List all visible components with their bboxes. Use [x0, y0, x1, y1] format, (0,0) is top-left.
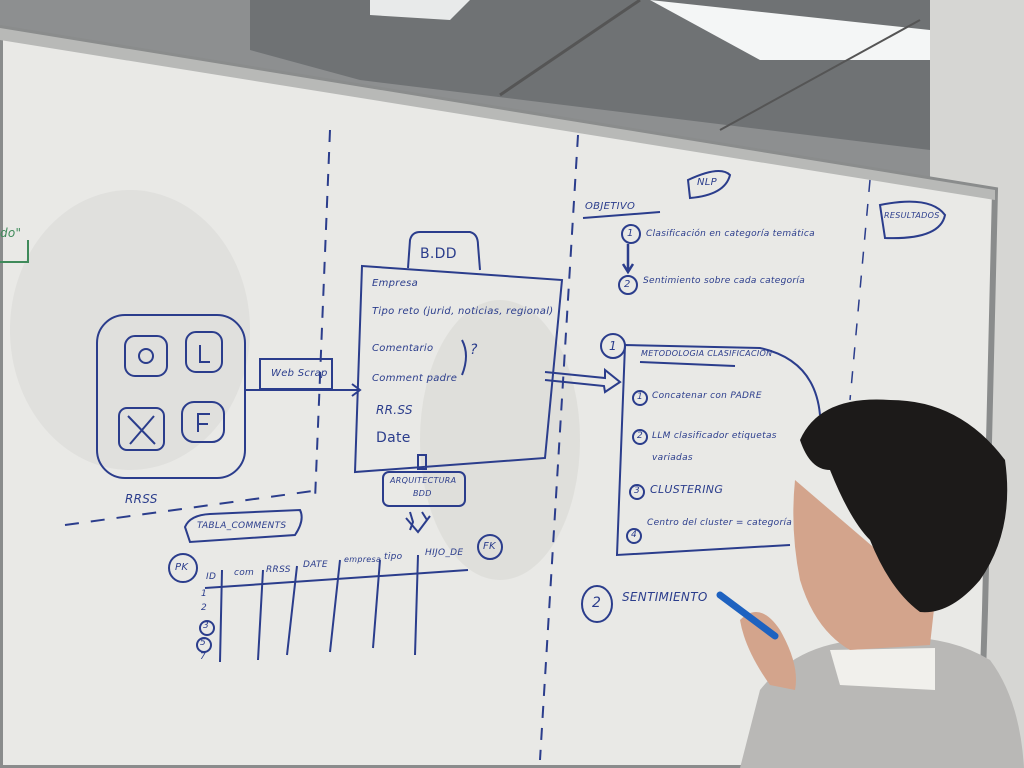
question-mark: ? [470, 342, 478, 358]
hand [740, 612, 796, 690]
table-cell: 1 [201, 589, 208, 599]
table-header: DATE [303, 560, 328, 570]
objective-heading: OBJETIVO [585, 201, 636, 212]
table-cell: 2 [201, 603, 208, 613]
ceiling-light [650, 0, 930, 60]
step-num: 1 [637, 392, 644, 402]
step-num: 2 [637, 431, 644, 441]
table-name: TABLA_COMMENTS [197, 521, 287, 531]
hair [800, 399, 1008, 613]
person [716, 399, 1024, 768]
objective-item: Sentimiento sobre cada categoría [643, 276, 806, 286]
arrow-down-icon [621, 244, 635, 275]
table-header: HIJO_DE [425, 548, 464, 558]
methodology-num: 1 [609, 339, 617, 353]
sources-caption: RRSS [125, 492, 158, 506]
face [793, 480, 935, 650]
arrow-icon [245, 383, 362, 397]
methodology-title: METODOLOGIA CLASIFICACIÓN [641, 349, 773, 358]
sentiment-num: 2 [592, 595, 602, 611]
table-header: ID [206, 572, 217, 582]
nlp-title: NLP [697, 177, 717, 188]
divider-line [539, 134, 579, 761]
table-cell: 3 [203, 621, 210, 631]
table-cell: 5 [200, 638, 207, 648]
edge-fragment: do" [0, 226, 22, 240]
table-cell: 7 [200, 652, 207, 662]
step-num: 4 [631, 530, 638, 540]
db-field: Empresa [372, 278, 419, 289]
sentiment-label: SENTIMIENTO [622, 590, 708, 604]
table-grid [219, 554, 419, 663]
architecture-label: ARQUITECTURA [390, 476, 457, 485]
methodology-step: Centro del cluster = categoría [647, 518, 793, 528]
methodology-step: LLM clasificador etiquetas variadas [652, 431, 777, 463]
social-sources-box [96, 314, 246, 479]
database-tab: B.DD [420, 246, 457, 262]
database-box [353, 264, 564, 474]
web-scrap-label: Web Scrap [271, 368, 328, 379]
db-field: RR.SS [376, 403, 413, 417]
db-field: Date [376, 430, 411, 446]
objective-num: 2 [624, 279, 631, 290]
objective-item: Clasificación en categoría temática [646, 229, 815, 239]
pk-badge: PK [175, 562, 189, 573]
db-field: Comentario [372, 343, 434, 354]
results-label: RESULTADOS [884, 211, 940, 220]
arrow-icon [544, 367, 622, 394]
table-header: RRSS [266, 565, 291, 575]
table-header: tipo [384, 552, 403, 562]
table-header: empresa [344, 555, 382, 564]
db-field: Tipo reto (jurid, noticias, regional) [372, 306, 554, 317]
table-header: com [234, 568, 255, 578]
methodology-step: Concatenar con PADRE [652, 391, 762, 401]
architecture-label-2: BDD [413, 489, 432, 498]
hoodie [740, 637, 1024, 768]
step-num: 3 [634, 486, 641, 496]
marker [716, 591, 779, 640]
divider-line [314, 129, 331, 501]
objective-num: 1 [627, 228, 634, 239]
db-field: Comment padre [372, 373, 458, 384]
fk-badge: FK [483, 541, 496, 552]
methodology-step: CLUSTERING [650, 483, 724, 496]
